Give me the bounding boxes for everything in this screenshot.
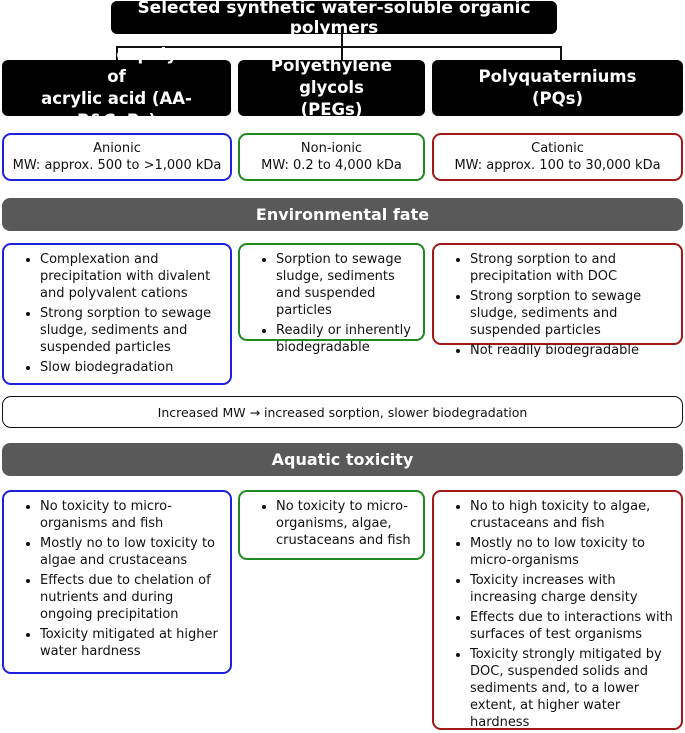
heading-aa-line2: acrylic acid (AA-P&CoPs) — [41, 89, 192, 130]
toxicity-card-aa-pcops: No toxicity to micro-organisms and fish … — [2, 490, 232, 674]
list-item: Toxicity increases with increasing charg… — [470, 572, 673, 606]
connector-middle — [341, 46, 343, 62]
toxicity-list-aa-pcops: No toxicity to micro-organisms and fish … — [12, 498, 222, 660]
heading-aa-pcops: Homo- and copolymers of acrylic acid (AA… — [2, 45, 231, 130]
list-item: No toxicity to micro-organisms and fish — [40, 498, 222, 532]
heading-pegs: Polyethylene glycols (PEGs) — [238, 56, 425, 119]
aquatic-toxicity-label: Aquatic toxicity — [271, 450, 414, 469]
charge-label: Cationic — [531, 141, 584, 156]
fate-list-aa-pcops: Complexation and precipitation with diva… — [12, 251, 222, 376]
list-item: Toxicity mitigated at higher water hardn… — [40, 626, 222, 660]
list-item: Sorption to sewage sludge, sediments and… — [276, 251, 415, 319]
connector-horizontal — [116, 46, 562, 48]
connector-left — [116, 46, 118, 62]
connector-right — [560, 46, 562, 62]
toxicity-card-pegs: No toxicity to micro-organisms, algae, c… — [238, 490, 425, 560]
charge-label: Anionic — [93, 141, 141, 156]
list-item: Strong sorption to sewage sludge, sedime… — [470, 288, 673, 339]
environmental-fate-label: Environmental fate — [255, 205, 430, 224]
heading-pegs-line1: Polyethylene glycols — [270, 56, 393, 97]
diagram-title: Selected synthetic water-soluble organic… — [111, 0, 557, 38]
diagram-title-text: Selected synthetic water-soluble organic… — [137, 0, 531, 38]
mw-label: MW: 0.2 to 4,000 kDa — [261, 158, 402, 173]
heading-pqs: Polyquaterniums (PQs) — [432, 60, 683, 116]
heading-pqs-line2: (PQs) — [531, 89, 584, 108]
list-item: Complexation and precipitation with diva… — [40, 251, 222, 302]
toxicity-list-pqs: No to high toxicity to algae, crustacean… — [442, 498, 673, 731]
heading-pqs-line1: Polyquaterniums — [478, 67, 637, 86]
list-item: Slow biodegradation — [40, 359, 222, 376]
list-item: Mostly no to low toxicity to micro-organ… — [470, 535, 673, 569]
fate-card-pqs: Strong sorption to and precipitation wit… — [432, 243, 683, 358]
fate-list-pqs: Strong sorption to and precipitation wit… — [442, 251, 673, 359]
list-item: Readily or inherently biodegradable — [276, 322, 415, 356]
mw-label: MW: approx. 500 to >1,000 kDa — [12, 158, 222, 173]
mw-trend-note: Increased MW → increased sorption, slowe… — [2, 396, 683, 428]
charge-label: Non-ionic — [300, 141, 363, 156]
list-item: Mostly no to low toxicity to algae and c… — [40, 535, 222, 569]
heading-pegs-line2: (PEGs) — [300, 100, 363, 119]
charge-box-pqs: Cationic MW: approx. 100 to 30,000 kDa — [432, 133, 683, 181]
aquatic-toxicity-band: Aquatic toxicity — [2, 443, 683, 476]
environmental-fate-band: Environmental fate — [2, 198, 683, 231]
list-item: Strong sorption to and precipitation wit… — [470, 251, 673, 285]
list-item: Strong sorption to sewage sludge, sedime… — [40, 305, 222, 356]
fate-list-pegs: Sorption to sewage sludge, sediments and… — [248, 251, 415, 356]
connector-stem — [341, 33, 343, 47]
fate-card-aa-pcops: Complexation and precipitation with diva… — [2, 243, 232, 385]
list-item: Effects due to interactions with surface… — [470, 609, 673, 643]
heading-aa-line1: Homo- and copolymers of — [9, 45, 224, 86]
list-item: No to high toxicity to algae, crustacean… — [470, 498, 673, 532]
mw-trend-note-text: Increased MW → increased sorption, slowe… — [157, 404, 528, 420]
charge-box-aa-pcops: Anionic MW: approx. 500 to >1,000 kDa — [2, 133, 232, 181]
fate-card-pegs: Sorption to sewage sludge, sediments and… — [238, 243, 425, 355]
list-item: Effects due to chelation of nutrients an… — [40, 572, 222, 623]
toxicity-card-pqs: No to high toxicity to algae, crustacean… — [432, 490, 683, 730]
list-item: Toxicity strongly mitigated by DOC, susp… — [470, 646, 673, 731]
charge-box-pegs: Non-ionic MW: 0.2 to 4,000 kDa — [238, 133, 425, 181]
list-item: No toxicity to micro-organisms, algae, c… — [276, 498, 415, 549]
list-item: Not readily biodegradable — [470, 342, 673, 359]
mw-label: MW: approx. 100 to 30,000 kDa — [454, 158, 661, 173]
toxicity-list-pegs: No toxicity to micro-organisms, algae, c… — [248, 498, 415, 549]
